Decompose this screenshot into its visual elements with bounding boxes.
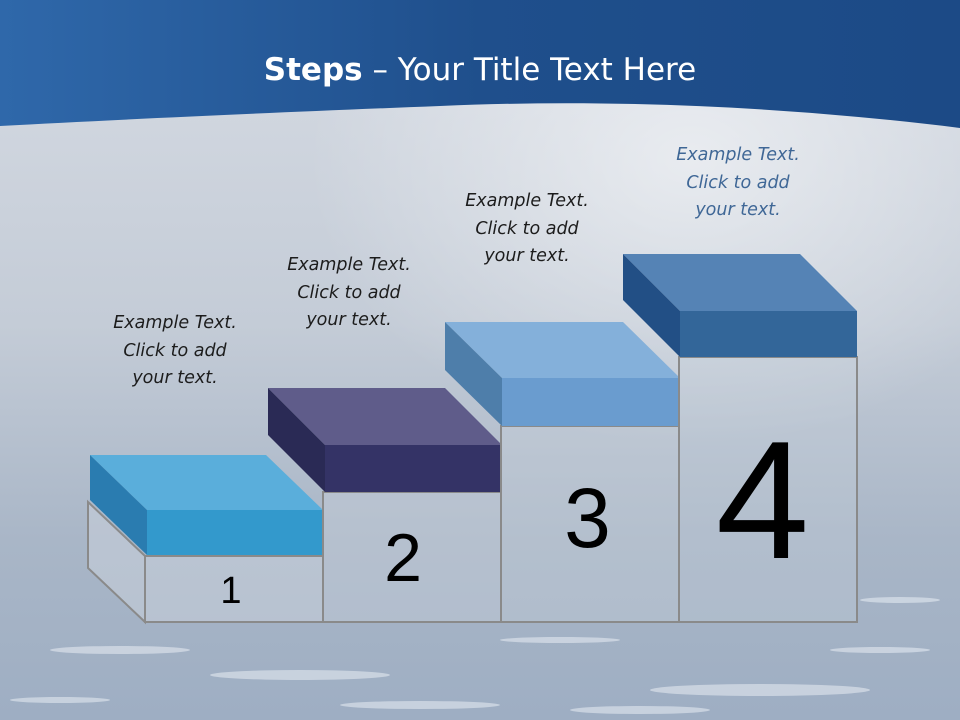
step-2-box (268, 388, 502, 623)
step-3-caption[interactable]: Example Text. Click to add your text. (432, 188, 622, 271)
title-rest: – Your Title Text Here (362, 52, 697, 88)
step-3-caption-line-3: your text. (484, 246, 570, 266)
step-3-caption-line-1: Example Text. (465, 191, 589, 211)
step-1-caption-line-2: Click to add (123, 340, 227, 361)
step-2-caption[interactable]: Example Text. Click to add your text. (254, 252, 444, 335)
water-ripples (10, 597, 940, 714)
step-2-caption-line-2: Click to add (297, 282, 401, 303)
step-1-caption-line-3: your text. (132, 368, 218, 388)
step-3-number: 3 (564, 471, 611, 565)
title-bold: Steps (263, 52, 363, 88)
step-1-caption[interactable]: Example Text. Click to add your text. (80, 310, 270, 393)
step-3-box (445, 322, 680, 623)
step-2-number: 2 (384, 520, 422, 596)
step-2-caption-line-3: your text. (306, 310, 392, 330)
step-4-caption-line-1: Example Text. (676, 145, 800, 165)
header-band (0, 0, 960, 128)
step-1-number: 1 (220, 570, 242, 612)
step-4-caption-line-3: your text. (695, 200, 781, 220)
step-4-caption[interactable]: Example Text. Click to add your text. (643, 142, 833, 225)
step-4-number: 4 (715, 406, 810, 594)
step-4-box (623, 254, 858, 623)
step-2-caption-line-1: Example Text. (287, 255, 411, 275)
step-1-caption-line-1: Example Text. (113, 313, 237, 333)
step-1-box (87, 455, 324, 625)
step-4-caption-line-2: Click to add (686, 172, 790, 193)
step-3-caption-line-2: Click to add (475, 218, 579, 239)
page-title: Steps – Your Title Text Here (0, 52, 960, 88)
